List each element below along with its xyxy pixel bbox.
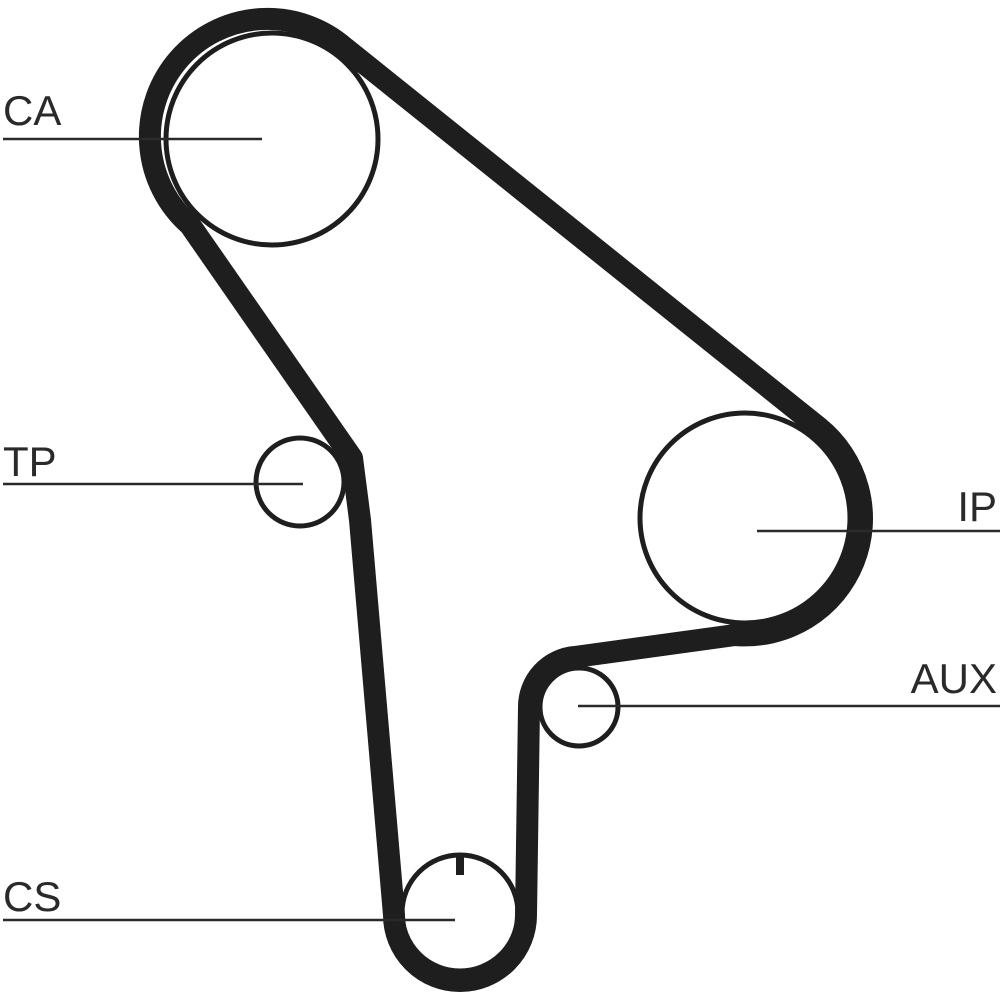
label-aux: AUX: [911, 655, 997, 702]
label-ip: IP: [957, 483, 997, 530]
timing-belt: [138, 7, 873, 992]
pulley-tp: [253, 435, 347, 529]
pulley-ip: [637, 410, 853, 626]
label-ca: CA: [3, 87, 61, 134]
label-cs: CS: [3, 873, 61, 920]
label-tp: TP: [3, 438, 57, 485]
cs-timing-mark: [456, 853, 464, 875]
